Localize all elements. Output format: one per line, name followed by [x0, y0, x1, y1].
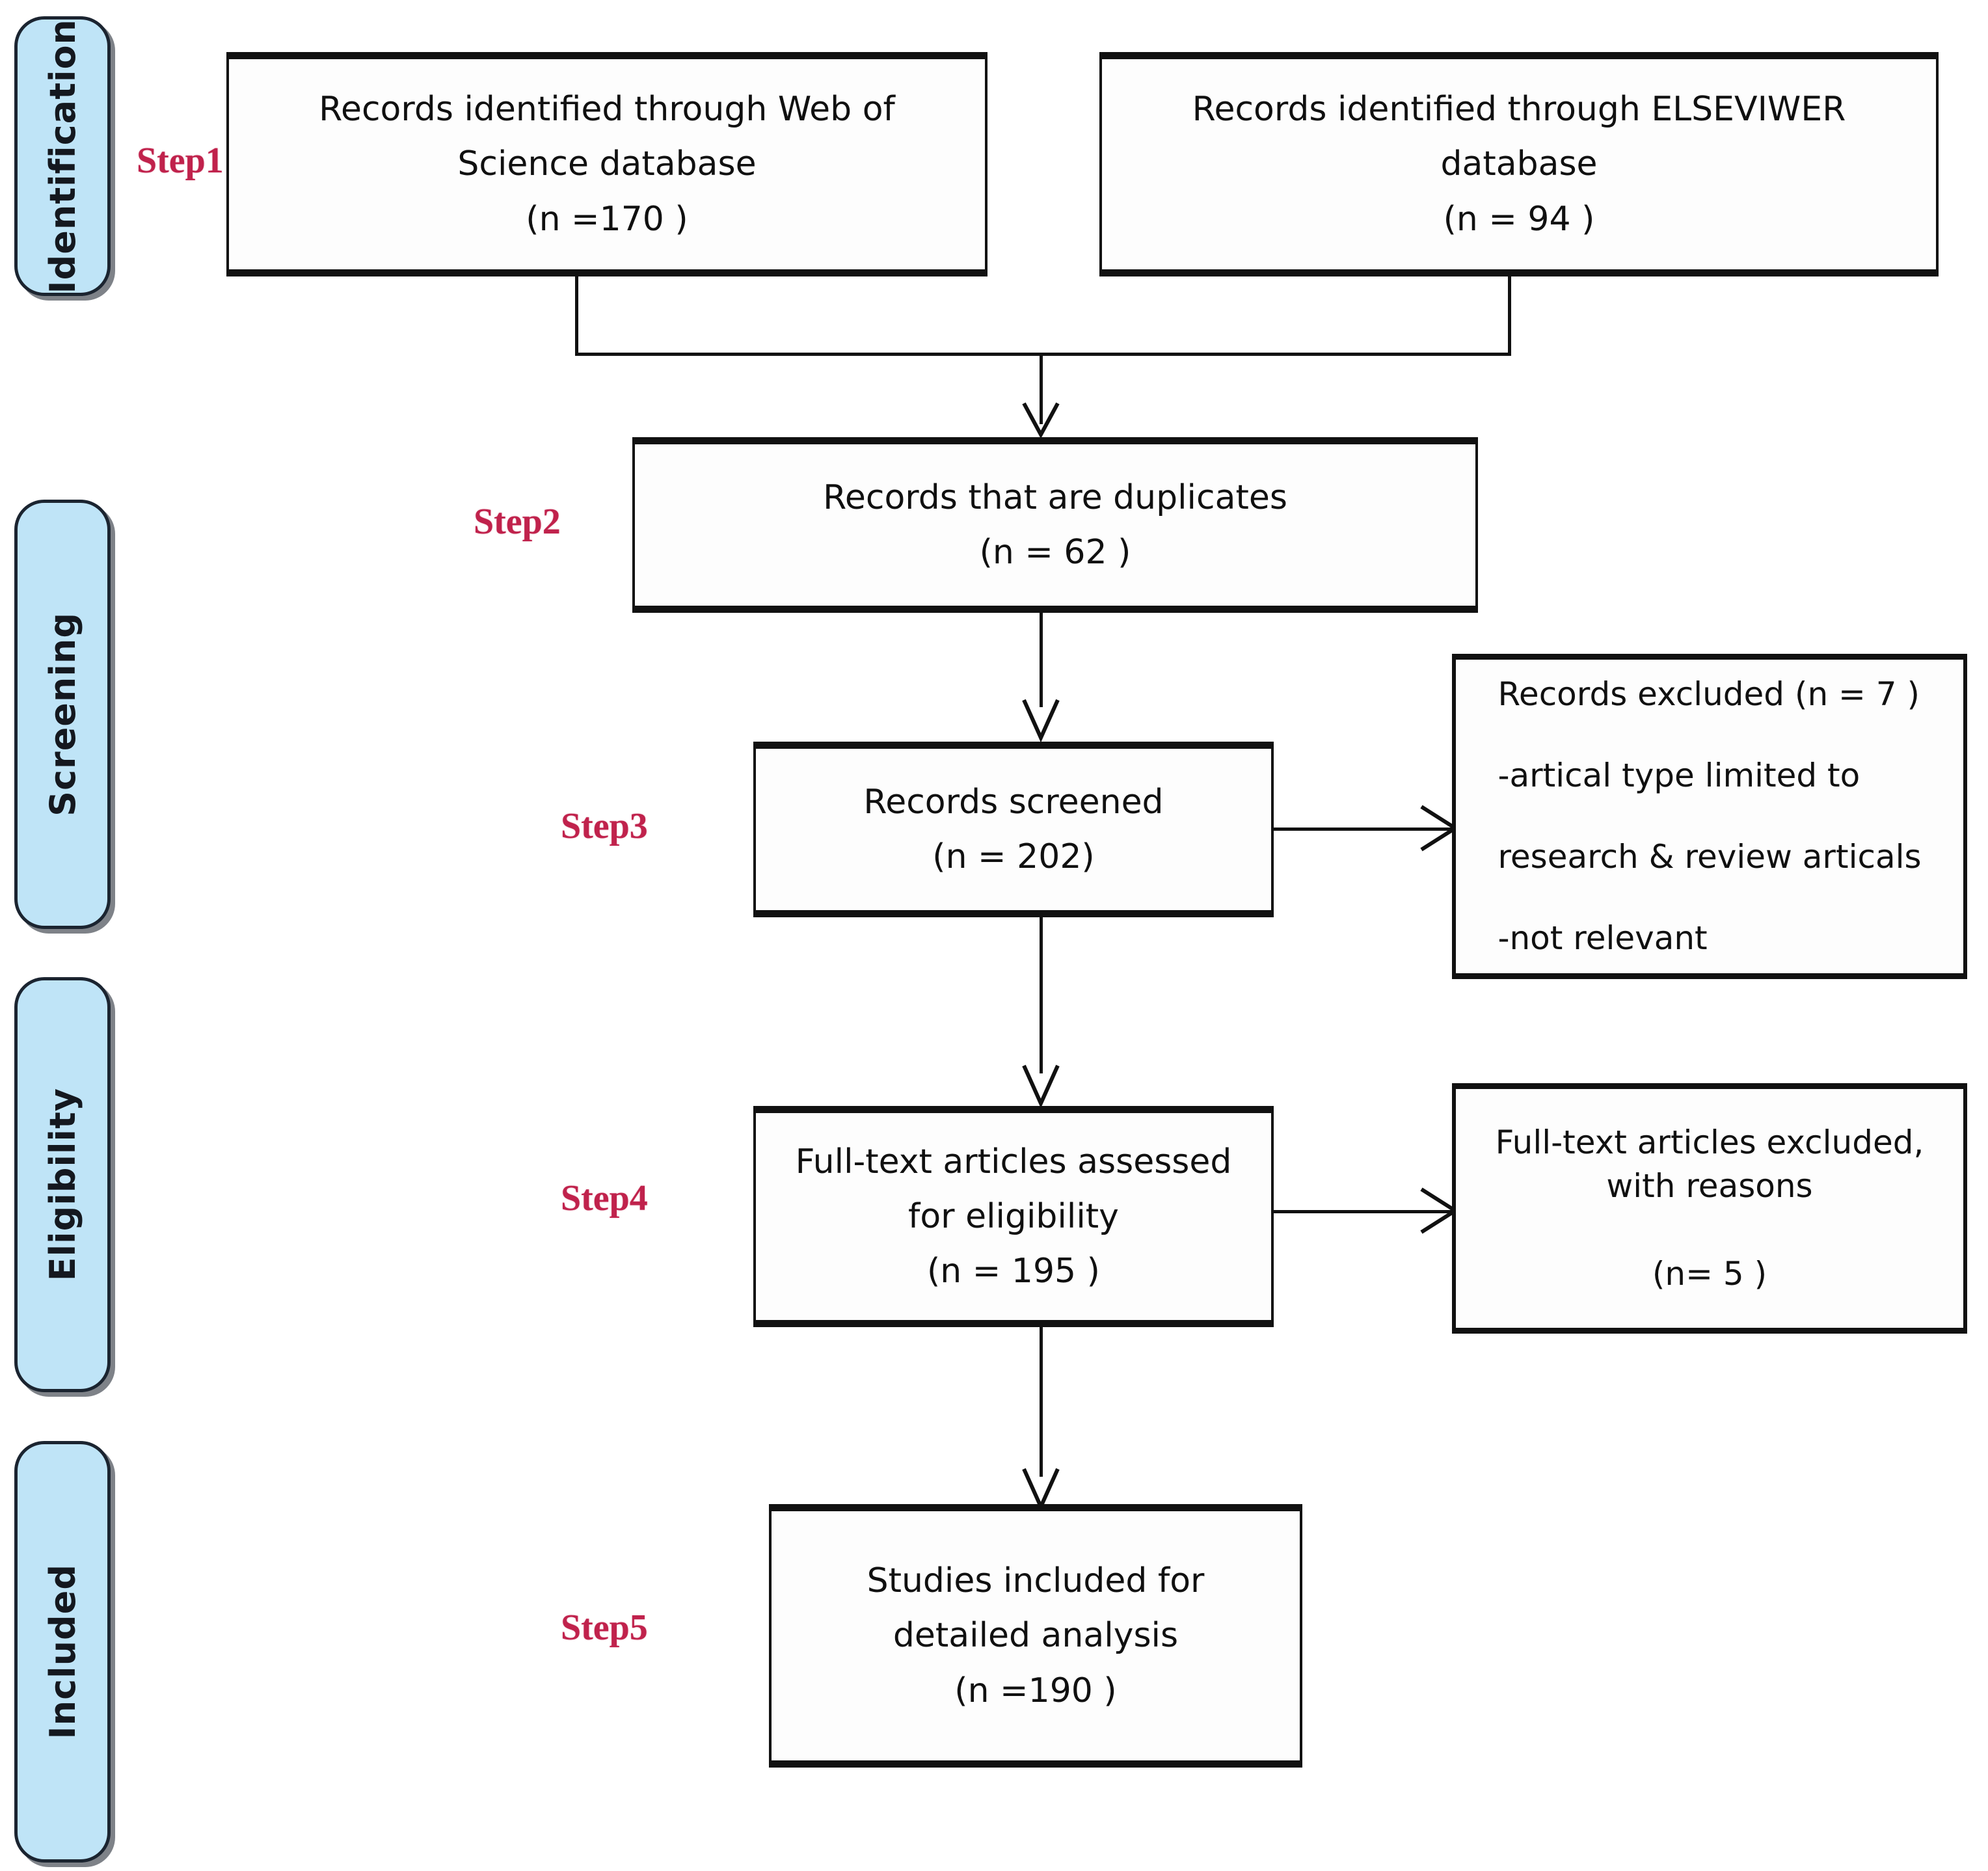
stage-pill-eligibility: Eligibility — [14, 977, 111, 1392]
step-marker-1: Step1 — [137, 141, 224, 181]
box-records-web-of-science-text: Records identified through Web of Scienc… — [319, 90, 895, 239]
stage-label-identification: Identification — [42, 18, 83, 294]
box-records-screened-text: Records screened (n = 202) — [863, 782, 1164, 876]
step-marker-5: Step5 — [561, 1608, 648, 1648]
box-fulltext-assessed-text: Full-text articles assessed for eligibil… — [795, 1142, 1232, 1291]
stage-label-included: Included — [42, 1564, 83, 1740]
connector-screened-to-fulltext — [1040, 917, 1043, 1073]
step-marker-3: Step3 — [561, 806, 648, 846]
stage-label-screening: Screening — [42, 612, 83, 816]
box-records-duplicates-text: Records that are duplicates (n = 62 ) — [823, 478, 1287, 572]
box-records-excluded: Records excluded (n = 7 ) -artical type … — [1452, 654, 1967, 979]
stage-pill-screening: Screening — [14, 500, 111, 929]
box-records-duplicates: Records that are duplicates (n = 62 ) — [632, 437, 1478, 613]
step-marker-2: Step2 — [474, 502, 561, 542]
box-studies-included-text: Studies included for detailed analysis (… — [866, 1561, 1205, 1710]
connector-duplicates-to-screened — [1040, 613, 1043, 707]
connector-fulltext-to-included — [1040, 1327, 1043, 1477]
box-records-web-of-science: Records identified through Web of Scienc… — [226, 52, 987, 276]
connector-wos-down — [575, 276, 578, 355]
stage-pill-identification: Identification — [14, 16, 111, 296]
box-records-screened: Records screened (n = 202) — [753, 742, 1274, 917]
box-records-elseviwer: Records identified through ELSEVIWER dat… — [1099, 52, 1939, 276]
connector-merge-horizontal — [575, 353, 1511, 356]
box-fulltext-excluded: Full-text articles excluded, with reason… — [1452, 1083, 1967, 1334]
stage-pill-included: Included — [14, 1441, 111, 1863]
stage-label-eligibility: Eligibility — [42, 1088, 83, 1282]
box-records-excluded-text: Records excluded (n = 7 ) -artical type … — [1498, 675, 1922, 958]
box-fulltext-assessed: Full-text articles assessed for eligibil… — [753, 1106, 1274, 1327]
connector-merge-to-duplicates — [1040, 353, 1043, 424]
box-studies-included: Studies included for detailed analysis (… — [769, 1504, 1302, 1768]
connector-fulltext-to-excluded — [1272, 1210, 1461, 1213]
box-fulltext-excluded-text: Full-text articles excluded, with reason… — [1495, 1123, 1924, 1293]
arrowhead-to-screened — [1022, 699, 1060, 743]
box-records-elseviwer-text: Records identified through ELSEVIWER dat… — [1192, 90, 1846, 239]
connector-screened-to-excluded — [1272, 828, 1461, 831]
arrowhead-to-duplicates — [1022, 402, 1060, 439]
connector-elseviwer-down — [1508, 276, 1511, 355]
arrowhead-to-fulltext-assessed — [1022, 1064, 1060, 1109]
step-marker-4: Step4 — [561, 1178, 648, 1218]
